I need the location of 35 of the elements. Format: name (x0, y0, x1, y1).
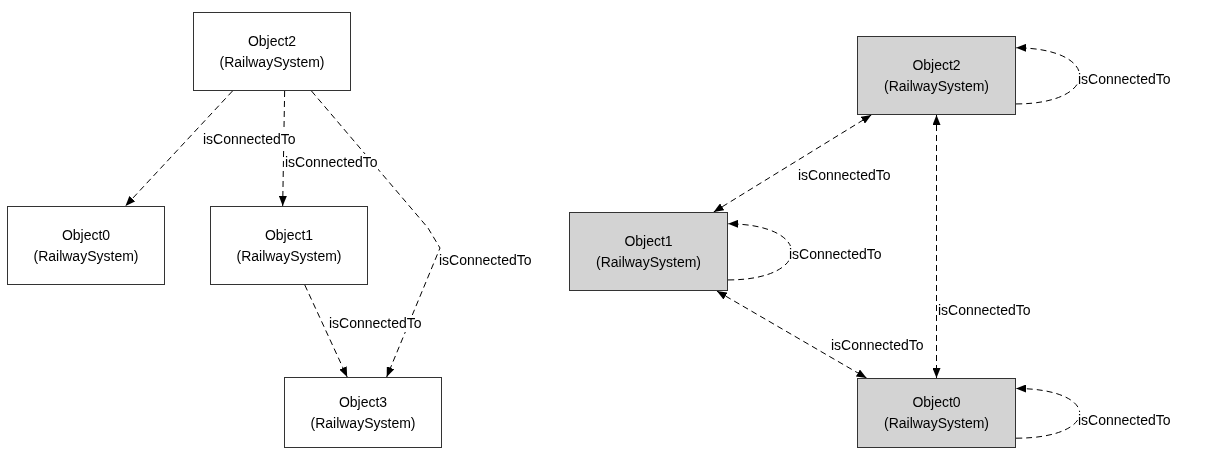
object-type: (RailwaySystem) (596, 252, 701, 272)
edge-label: isConnectedTo (285, 154, 378, 171)
object-type: (RailwaySystem) (310, 413, 416, 433)
edge-label: isConnectedTo (789, 246, 882, 263)
object-name: Object0 (912, 393, 961, 412)
object-type: (RailwaySystem) (33, 246, 139, 266)
object-box (857, 36, 1016, 115)
edge-label: isConnectedTo (203, 131, 296, 148)
object-name: Object2 (247, 31, 297, 51)
object-type: (RailwaySystem) (884, 414, 989, 433)
dashed-arrow (311, 90, 441, 378)
object-name: Object1 (264, 225, 314, 245)
object-name: Object2 (912, 55, 961, 75)
object-box (569, 212, 728, 291)
dashed-arrow (727, 220, 793, 281)
edge-label: isConnectedTo (329, 315, 422, 332)
dashed-arrow (304, 284, 348, 378)
object-box (857, 378, 1016, 448)
dashed-arrow (278, 90, 287, 207)
dashed-arrow (716, 290, 868, 379)
dashed-arrow (125, 90, 233, 207)
object-box (284, 377, 442, 448)
object-type: (RailwaySystem) (236, 246, 342, 266)
object-name: Object1 (624, 231, 673, 251)
object-type: (RailwaySystem) (219, 52, 325, 72)
object-box (210, 206, 368, 285)
dashed-arrow (1015, 44, 1081, 105)
object-box (7, 206, 165, 285)
dashed-arrow (932, 114, 941, 379)
object-type: (RailwaySystem) (884, 76, 989, 96)
object-box (193, 12, 351, 91)
object-name: Object3 (338, 392, 388, 412)
dashed-arrow (713, 114, 872, 213)
dashed-arrow (1015, 385, 1081, 439)
object-name: Object0 (61, 225, 111, 245)
